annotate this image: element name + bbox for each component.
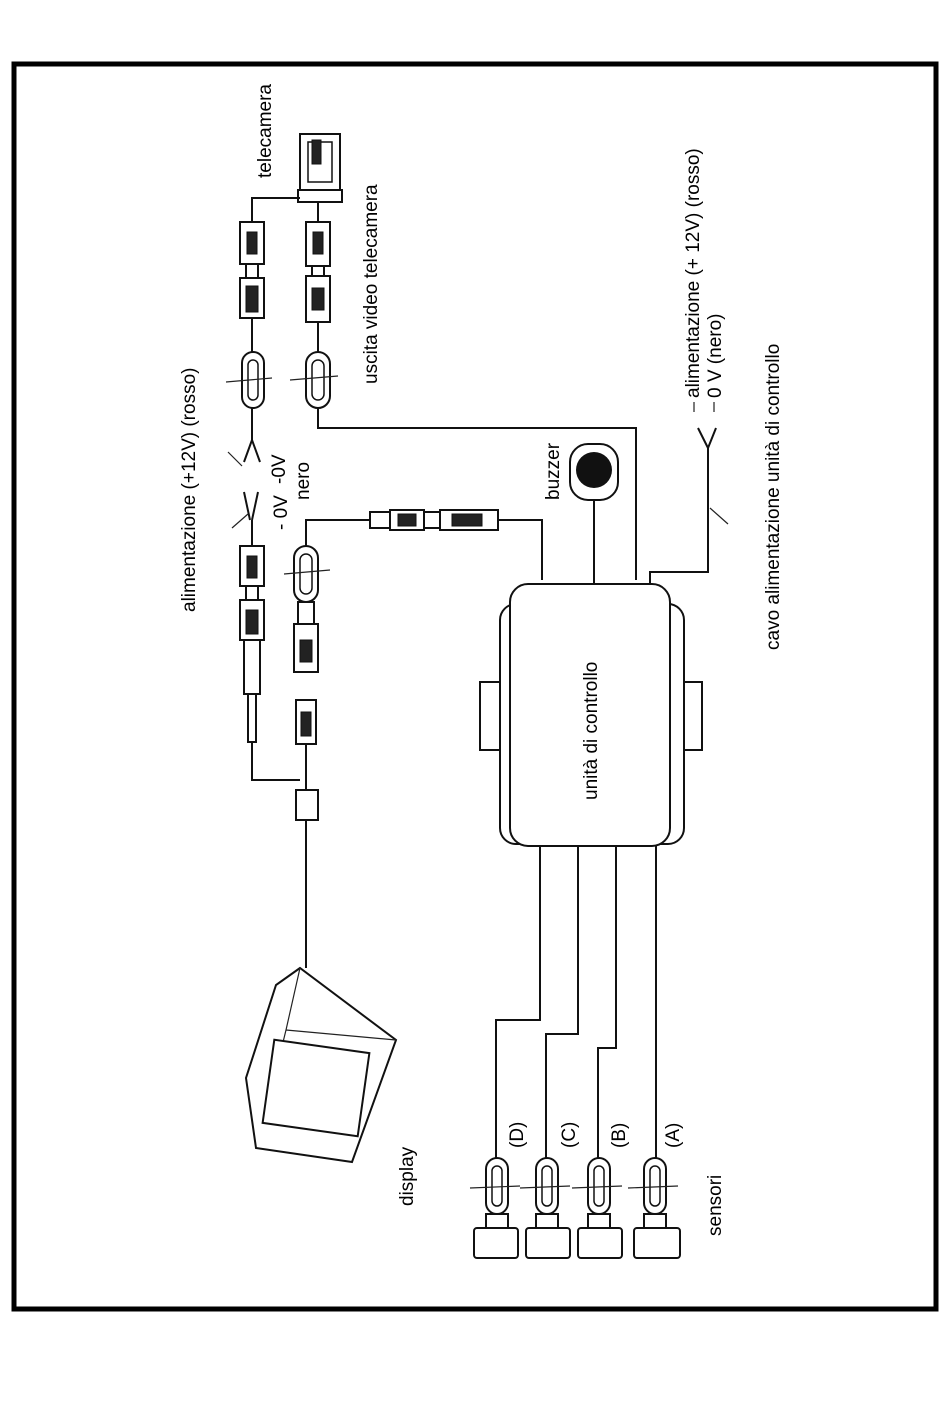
display-icon xyxy=(246,968,396,1162)
display-power-fork xyxy=(228,440,300,780)
sensor-d-icon xyxy=(470,1158,520,1258)
sensor-cables xyxy=(496,846,656,1158)
unit-power-cable xyxy=(650,402,728,584)
camera-cable-left xyxy=(226,198,300,440)
display-label: display xyxy=(398,1147,417,1206)
display-power-label: alimentazione (+12V) (rosso) xyxy=(180,368,199,612)
sensor-a-icon xyxy=(628,1158,680,1258)
sensor-b-label: (B) xyxy=(610,1123,629,1148)
camera-video-out-label: uscita video telecamera xyxy=(362,184,381,384)
buzzer-icon xyxy=(570,444,618,584)
sensor-d-label: (D) xyxy=(508,1122,527,1148)
nero-label: nero xyxy=(294,462,313,500)
unit-power-label-2: 0 V (nero) xyxy=(706,314,725,398)
sensor-c-label: (C) xyxy=(560,1122,579,1148)
buzzer-label: buzzer xyxy=(544,443,563,500)
sensor-c-icon xyxy=(520,1158,570,1258)
camera-icon xyxy=(298,134,342,202)
sensor-a-label: (A) xyxy=(664,1123,683,1148)
zero-v-label-2: - 0V xyxy=(272,495,291,530)
camera-label: telecamera xyxy=(256,84,275,178)
unit-power-cable-label: cavo alimentazione unità di controllo xyxy=(764,344,783,650)
frame-border xyxy=(14,64,936,1309)
sensors-label: sensori xyxy=(706,1175,725,1236)
unit-power-label-1: alimentazione (+ 12V) (rosso) xyxy=(684,148,703,398)
display-junction xyxy=(296,790,318,968)
zero-v-label-1: -0V xyxy=(270,454,289,484)
control-unit-label: unità di controllo xyxy=(582,662,601,800)
sensor-b-icon xyxy=(572,1158,622,1258)
